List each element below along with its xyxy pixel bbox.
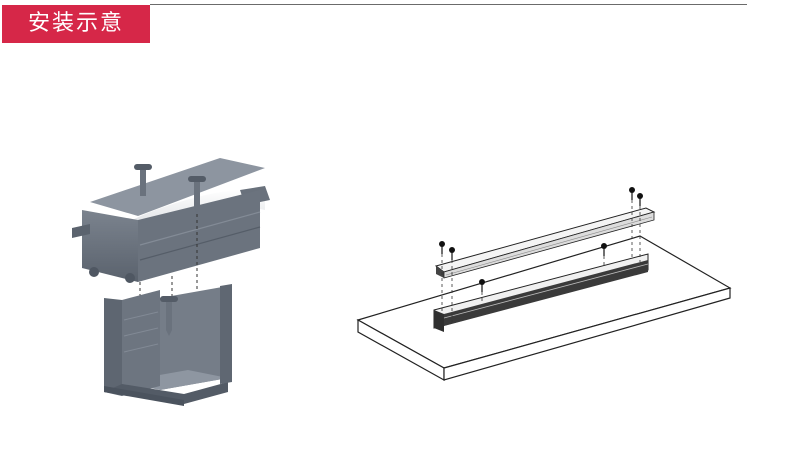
mounting-channel bbox=[104, 284, 232, 406]
header-rule bbox=[150, 4, 747, 5]
led-profile bbox=[72, 158, 270, 283]
screw-icon bbox=[188, 176, 206, 214]
screw-icon bbox=[134, 164, 152, 196]
profile-channel-illustration bbox=[72, 158, 270, 406]
screw-icon bbox=[160, 296, 178, 336]
screw-icon bbox=[629, 187, 635, 200]
screw-icon bbox=[439, 241, 445, 254]
screw-icon bbox=[449, 247, 455, 260]
screw-icon bbox=[601, 243, 607, 256]
channel-rail bbox=[433, 253, 649, 332]
screw-icon bbox=[479, 279, 485, 292]
top-rail bbox=[434, 207, 656, 279]
alignment-lines bbox=[441, 200, 641, 322]
page-title: 安装示意 bbox=[2, 5, 150, 43]
screw-icon bbox=[637, 193, 643, 206]
rail-board-illustration bbox=[356, 187, 732, 382]
